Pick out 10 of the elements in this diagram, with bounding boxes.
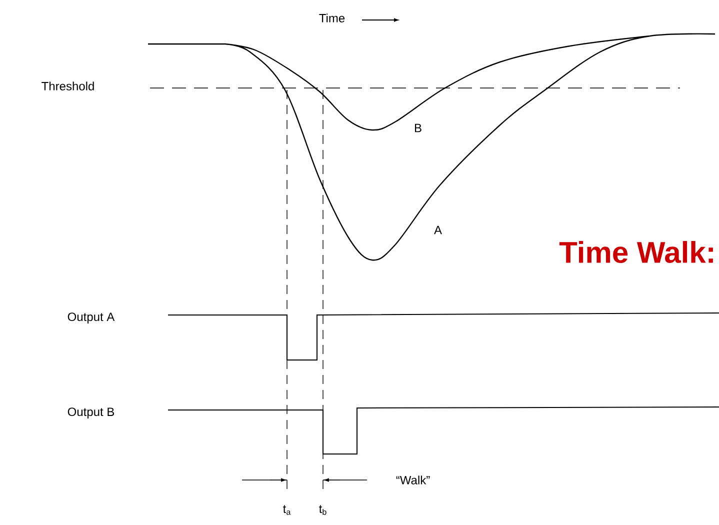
text-label: A: [434, 226, 442, 234]
text-label: t$_{a}$: [283, 505, 291, 515]
text-label: “Walk”: [396, 476, 430, 484]
text-label: Output A: [68, 312, 115, 324]
text-label: Output B: [68, 408, 114, 418]
title: Time Walk:: [559, 241, 713, 264]
text-label: Threshold: [42, 82, 94, 90]
text-label: B: [415, 124, 422, 132]
text-label: t$_{b}$: [319, 505, 326, 515]
text-label: Time: [319, 14, 345, 22]
